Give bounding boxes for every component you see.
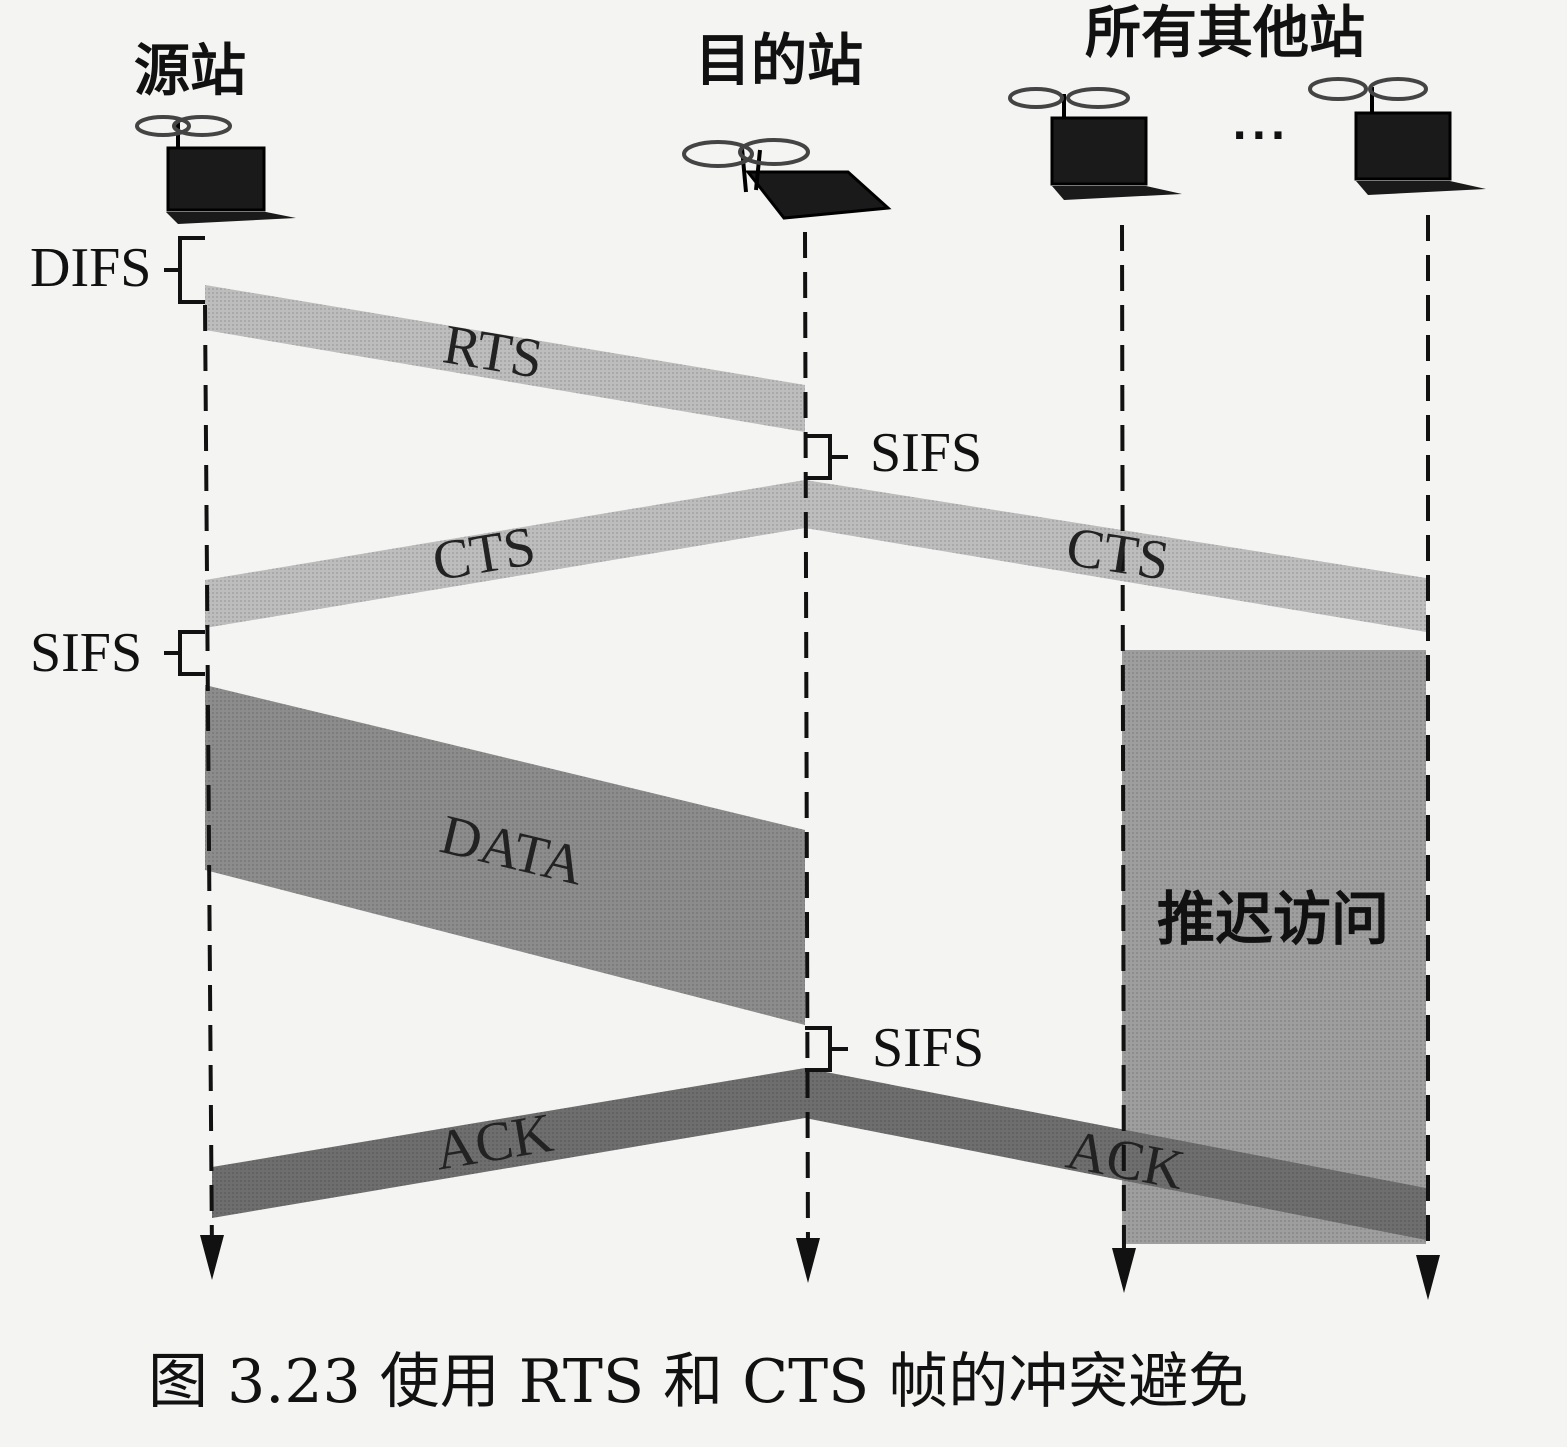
other-station-1-laptop-icon [1008, 87, 1182, 200]
difs-bracket [164, 236, 205, 304]
access-point-icon [682, 138, 892, 220]
sifs-source-label: SIFS [30, 622, 143, 684]
other-station-1-timeline [1120, 224, 1126, 1266]
destination-timeline [803, 231, 810, 1256]
cts-to-source-label: CTS [428, 515, 540, 593]
destination-arrowhead [796, 1238, 820, 1283]
sifs-destination-2-label: SIFS [872, 1017, 985, 1079]
defer-access-label: 推迟访问 [1157, 885, 1390, 953]
other-station-2-arrowhead [1416, 1255, 1440, 1300]
other-station-1-arrowhead [1112, 1248, 1136, 1293]
sifs-bracket-source [164, 630, 205, 676]
other-station-2-laptop-icon [1308, 77, 1486, 195]
difs-label: DIFS [30, 237, 152, 299]
source-laptop-icon [135, 115, 296, 224]
more-stations-ellipsis: ··· [1232, 113, 1290, 159]
sifs-bracket-destination-2 [805, 1026, 848, 1072]
destination-station-label: 目的站 [695, 29, 863, 94]
ack-to-source-label: ACK [431, 1102, 558, 1183]
cts-to-others-label: CTS [1062, 516, 1173, 593]
figure-caption: 图 3.23 使用 RTS 和 CTS 帧的冲突避免 [148, 1347, 1249, 1417]
sifs-destination-1-label: SIFS [870, 422, 983, 484]
rts-label: RTS [439, 313, 547, 391]
source-station-label: 源站 [134, 39, 246, 104]
source-arrowhead [200, 1235, 224, 1280]
sifs-bracket-destination-1 [805, 434, 848, 480]
band-textures [205, 285, 1426, 1240]
other-stations-label: 所有其他站 [1085, 1, 1365, 66]
